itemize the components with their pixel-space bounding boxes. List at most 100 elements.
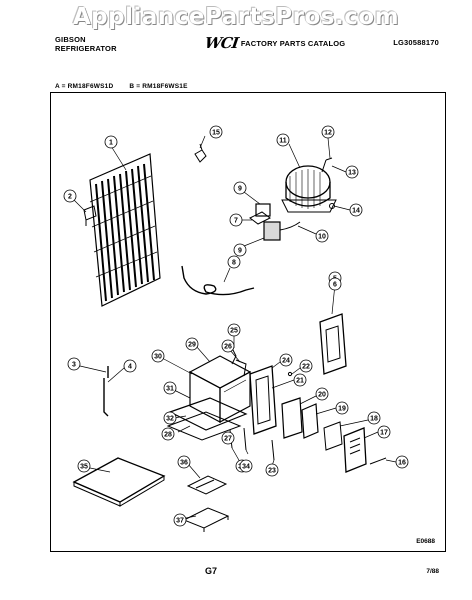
part-36	[186, 475, 228, 495]
callout-15: 15	[209, 125, 223, 139]
screw-34	[243, 427, 247, 451]
callout-21: 21	[293, 373, 307, 387]
svg-text:19: 19	[338, 406, 346, 413]
figure-reference: E0688	[416, 538, 435, 545]
drip-tray	[166, 397, 248, 441]
svg-text:12: 12	[324, 130, 332, 137]
tube-4	[103, 378, 109, 417]
strip-16	[369, 457, 387, 465]
svg-text:26: 26	[224, 344, 232, 351]
svg-text:17: 17	[380, 430, 388, 437]
screw-23	[271, 439, 275, 461]
model-a: A = RM18F6WS1D	[55, 83, 114, 90]
svg-text:34: 34	[242, 464, 250, 471]
callout-26: 26	[221, 339, 235, 353]
wci-logo: WCI	[203, 34, 240, 52]
svg-text:27: 27	[224, 436, 232, 443]
clip-15	[194, 143, 207, 163]
svg-text:21: 21	[296, 378, 304, 385]
parts-catalog-page: GIBSON REFRIGERATOR WCI FACTORY PARTS CA…	[47, 28, 447, 576]
svg-text:4: 4	[128, 364, 132, 371]
lens-19	[301, 403, 319, 439]
bracket-26	[235, 359, 247, 377]
callout-8: 8	[227, 255, 241, 269]
callout-35: 35	[77, 459, 91, 473]
svg-text:8: 8	[232, 260, 236, 267]
callout-9-top: 9	[233, 181, 247, 195]
svg-text:10: 10	[318, 234, 326, 241]
exploded-parts-diagram: 1 2 3 4 5 7 8 9 9 10 11 12 13 14 15 16 1…	[63, 125, 409, 532]
svg-text:25: 25	[230, 328, 238, 335]
callout-14: 14	[349, 203, 363, 217]
callout-37: 37	[173, 513, 187, 527]
callout-11: 11	[276, 133, 290, 147]
callout-17: 17	[377, 425, 391, 439]
model-list: A = RM18F6WS1D B = RM18F6WS1E	[55, 83, 202, 90]
tray-37	[182, 507, 230, 532]
callout-7: 7	[229, 213, 243, 227]
callout-6-label: 6	[328, 277, 342, 291]
power-cord	[181, 265, 255, 296]
brand-name: GIBSON	[55, 35, 86, 44]
svg-text:22: 22	[302, 364, 310, 371]
part-17	[343, 427, 367, 473]
control-housing	[188, 355, 252, 423]
svg-text:6: 6	[333, 282, 337, 289]
svg-text:24: 24	[282, 358, 290, 365]
callout-23: 23	[265, 463, 279, 477]
frame-20	[281, 397, 303, 439]
shelf-35	[72, 457, 166, 507]
callout-16: 16	[395, 455, 409, 469]
control-bezel	[249, 365, 277, 435]
svg-text:37: 37	[176, 518, 184, 525]
callout-24: 24	[279, 353, 293, 367]
svg-text:15: 15	[212, 130, 220, 137]
callout-25: 25	[227, 323, 241, 337]
svg-text:9: 9	[238, 186, 242, 193]
condenser-coil	[89, 153, 161, 307]
svg-text:30: 30	[154, 354, 162, 361]
callout-10: 10	[315, 229, 329, 243]
callout-4: 4	[123, 359, 137, 373]
page-code: G7	[205, 566, 218, 576]
svg-text:29: 29	[188, 342, 196, 349]
catalog-title: FACTORY PARTS CATALOG	[240, 38, 346, 48]
revision-date: 7/88	[426, 568, 439, 575]
svg-text:23: 23	[268, 468, 276, 475]
part-18	[323, 421, 343, 451]
brand-block: GIBSON REFRIGERATOR	[55, 35, 117, 53]
callout-18: 18	[367, 411, 381, 425]
callouts: 1 2 3 4 5 7 8 9 9 10 11 12 13 14 15 16 1…	[63, 125, 409, 527]
callout-36: 36	[177, 455, 191, 469]
svg-text:36: 36	[180, 460, 188, 467]
watermark: AppliancePartsPros.com	[72, 4, 400, 30]
svg-text:7: 7	[234, 218, 238, 225]
svg-text:2: 2	[68, 194, 72, 201]
relay-assembly	[249, 203, 301, 241]
control-panel-6	[319, 313, 347, 375]
callout-2: 2	[63, 189, 77, 203]
callout-12: 12	[321, 125, 335, 139]
callout-30: 30	[151, 349, 165, 363]
svg-text:3: 3	[72, 362, 76, 369]
callout-27: 27	[221, 431, 235, 445]
catalog-code: LG30588170	[393, 38, 439, 47]
callout-22: 22	[299, 359, 313, 373]
callout-19: 19	[335, 401, 349, 415]
svg-text:28: 28	[164, 432, 172, 439]
svg-text:32: 32	[166, 416, 174, 423]
svg-text:31: 31	[166, 386, 174, 393]
callout-9-bottom: 9	[233, 243, 247, 257]
product-type: REFRIGERATOR	[55, 44, 117, 53]
svg-text:14: 14	[352, 208, 360, 215]
fastener-25	[231, 347, 237, 365]
svg-text:11: 11	[279, 138, 287, 145]
leader-lines	[73, 135, 397, 519]
callout-1: 1	[104, 135, 118, 149]
svg-text:13: 13	[348, 170, 356, 177]
svg-text:9: 9	[238, 248, 242, 255]
callout-3: 3	[67, 357, 81, 371]
svg-text:16: 16	[398, 460, 406, 467]
diagram-frame	[50, 92, 446, 552]
catalog-heading: WCI FACTORY PARTS CATALOG	[203, 34, 346, 52]
